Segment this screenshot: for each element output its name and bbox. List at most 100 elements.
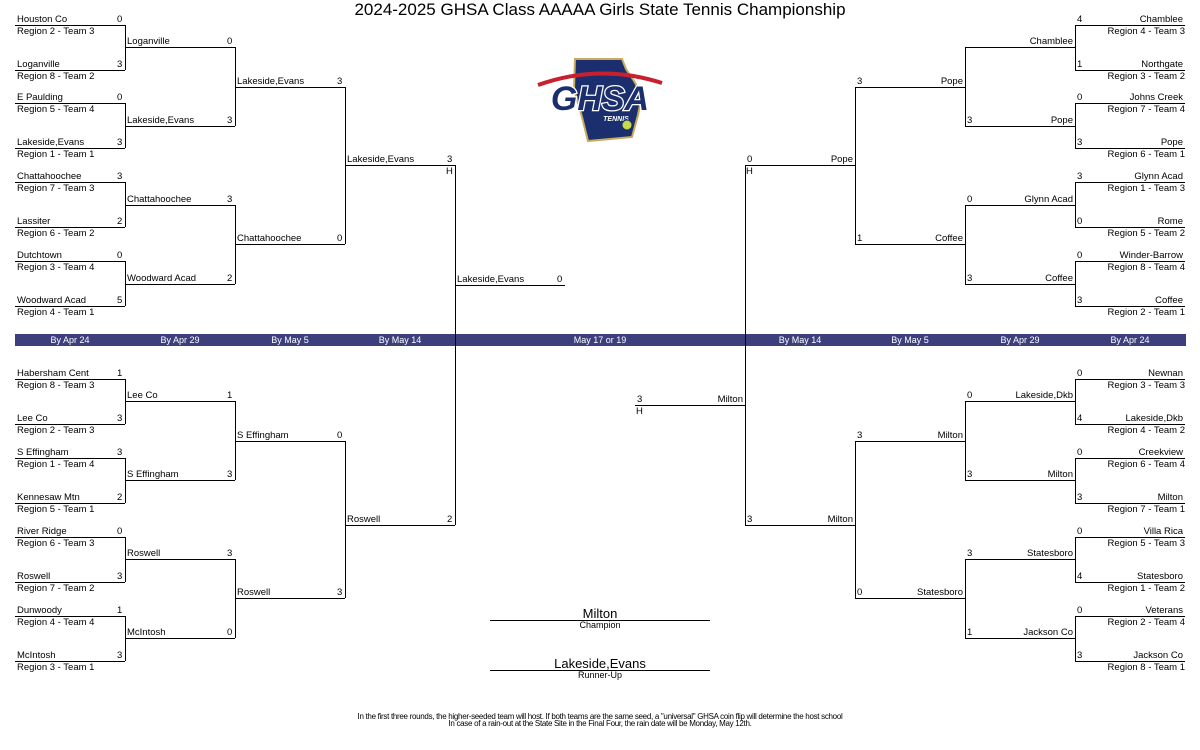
team-name: Pope — [830, 154, 853, 165]
connector-line — [965, 47, 966, 126]
team-score: 3 — [1077, 137, 1083, 148]
team-score: 2 — [117, 216, 123, 227]
slot-line — [235, 244, 345, 245]
team-score: 0 — [967, 194, 973, 205]
champion-name: Milton — [582, 606, 618, 621]
team-name: Pope — [940, 76, 963, 87]
team-score: 3 — [857, 76, 863, 87]
slot-line — [125, 401, 235, 402]
team-score: 3 — [967, 273, 973, 284]
team-score: 0 — [857, 587, 863, 598]
team-region: Region 2 - Team 3 — [17, 425, 95, 436]
team-name: Chamblee — [1139, 14, 1183, 25]
team-region: Region 3 - Team 4 — [17, 262, 95, 273]
round-date-label: May 17 or 19 — [573, 335, 627, 345]
slot-line — [125, 205, 235, 206]
team-name: Pope — [1050, 115, 1073, 126]
team-score: 2 — [447, 514, 453, 525]
team-region: Region 6 - Team 2 — [17, 228, 95, 239]
team-name: Habersham Cent — [17, 368, 89, 379]
team-name: Glynn Acad — [1134, 171, 1183, 182]
slot-line — [855, 87, 965, 88]
team-score: 0 — [1077, 216, 1083, 227]
slot-line — [855, 598, 965, 599]
runner-up-name: Lakeside,Evans — [554, 656, 646, 671]
svg-text:TENNIS: TENNIS — [603, 116, 629, 123]
team-name: Northgate — [1141, 59, 1183, 70]
rainout-note: In case of a rain-out at the State Site … — [448, 719, 752, 728]
slot-line — [15, 424, 125, 425]
team-name: Milton — [937, 430, 963, 441]
team-score: 0 — [117, 250, 123, 261]
connector-line — [965, 205, 966, 284]
slot-line — [745, 525, 855, 526]
connector-line — [1075, 261, 1076, 306]
slot-line — [1075, 661, 1185, 662]
team-score: 0 — [337, 430, 343, 441]
connector-line — [1075, 182, 1076, 227]
team-name: Lakeside,Evans — [237, 76, 305, 87]
ghsa-tennis-logo: GHSA TENNIS — [530, 55, 670, 145]
team-name: Lakeside,Dkb — [1125, 413, 1183, 424]
team-score: 0 — [967, 390, 973, 401]
slot-line — [125, 284, 235, 285]
round-date-label: By Apr 24 — [1110, 335, 1150, 345]
round-date-label: By May 5 — [271, 335, 309, 345]
connector-line — [235, 47, 236, 126]
team-score: 3 — [1077, 492, 1083, 503]
team-region: Region 3 - Team 1 — [17, 662, 95, 673]
team-score: 3 — [967, 115, 973, 126]
team-score: 3 — [747, 514, 753, 525]
team-score: 3 — [447, 154, 453, 165]
slot-line — [15, 182, 125, 183]
team-region: Region 2 - Team 4 — [1107, 617, 1185, 628]
team-name: Roswell — [237, 587, 271, 598]
team-region: Region 7 - Team 4 — [1107, 104, 1185, 115]
slot-line — [1075, 424, 1185, 425]
team-name: Milton — [1157, 492, 1183, 503]
slot-line — [345, 165, 455, 166]
connector-line — [125, 103, 126, 148]
slot-line — [965, 638, 1075, 639]
team-score: 4 — [1077, 571, 1083, 582]
connector-line — [965, 559, 966, 638]
team-name: River Ridge — [17, 526, 67, 537]
slot-line — [15, 103, 125, 104]
team-name: Lakeside,Evans — [127, 115, 195, 126]
team-region: Region 1 - Team 4 — [17, 459, 95, 470]
connector-line — [235, 401, 236, 480]
page-title: 2024-2025 GHSA Class AAAAA Girls State T… — [354, 0, 846, 19]
team-score: 1 — [227, 390, 233, 401]
slot-line — [745, 165, 855, 166]
team-name: E Paulding — [17, 92, 63, 103]
team-score: 2 — [227, 273, 233, 284]
slot-line — [965, 401, 1075, 402]
slot-line — [15, 582, 125, 583]
team-name: Roswell — [17, 571, 51, 582]
team-score: 4 — [1077, 413, 1083, 424]
team-score: 4 — [1077, 14, 1083, 25]
team-region: Region 2 - Team 3 — [17, 26, 95, 37]
team-name: Coffee — [1045, 273, 1073, 284]
team-region: Region 8 - Team 2 — [17, 71, 95, 82]
team-region: Region 4 - Team 1 — [17, 307, 95, 318]
host-marker: H — [746, 166, 753, 177]
team-name: Pope — [1160, 137, 1183, 148]
slot-line — [1075, 261, 1185, 262]
slot-line — [15, 25, 125, 26]
team-score: 1 — [117, 368, 123, 379]
slot-line — [125, 126, 235, 127]
connector-line — [965, 401, 966, 480]
team-name: Winder-Barrow — [1119, 250, 1183, 261]
team-name: Milton — [717, 394, 743, 405]
slot-line — [15, 379, 125, 380]
team-name: Kennesaw Mtn — [17, 492, 80, 503]
team-score: 3 — [227, 115, 233, 126]
team-region: Region 5 - Team 1 — [17, 504, 95, 515]
champion-label: Champion — [579, 620, 621, 630]
connector-line — [855, 87, 856, 244]
svg-text:GHSA: GHSA — [551, 80, 649, 118]
team-score: 3 — [967, 548, 973, 559]
team-region: Region 1 - Team 1 — [17, 149, 95, 160]
